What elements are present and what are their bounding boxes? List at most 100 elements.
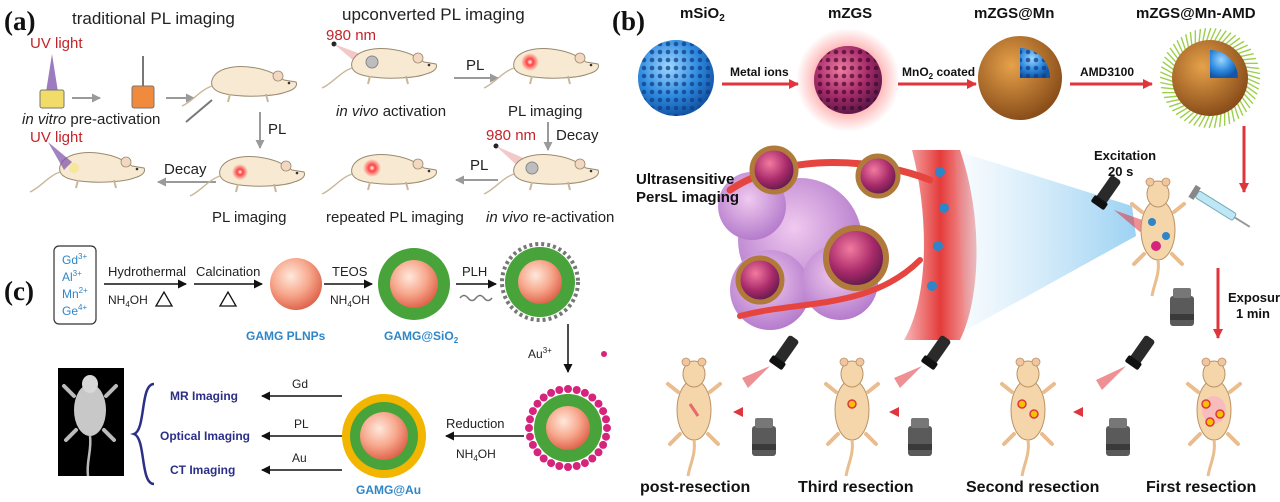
heat-triangle-2 <box>218 290 238 307</box>
in-vivo-reactivation: in vivo re-activation <box>486 209 614 226</box>
ct-mouse-image <box>58 368 124 477</box>
ultrasensitive-2: PersL imaging <box>636 189 739 206</box>
uv-vial-icon <box>39 54 65 109</box>
pl-glow-spot <box>232 164 248 180</box>
optical-imaging: Optical Imaging <box>160 429 250 443</box>
amd-strand <box>1243 88 1256 100</box>
au-nanodot <box>533 448 542 457</box>
amd-strand <box>1245 69 1260 75</box>
gamg-sio2: GAMG@SiO2 <box>384 329 459 345</box>
exposure-2: 1 min <box>1236 306 1270 321</box>
msio2-pores <box>638 40 714 116</box>
amd-strand <box>1218 112 1222 128</box>
gamg-sio2-core <box>390 260 438 308</box>
au-nanodot <box>539 454 548 463</box>
au-nanodot <box>602 415 610 424</box>
amd-halo <box>1159 27 1261 129</box>
amd-strand <box>1201 28 1207 43</box>
first-spot-a <box>1201 399 1211 409</box>
third-spot <box>847 399 857 409</box>
mouse-pl-imaging <box>189 155 306 197</box>
mno2-coated: MnO2 coated <box>902 65 975 81</box>
au-nanodot <box>555 462 564 470</box>
camera-third-icon <box>908 418 932 456</box>
amd-strand <box>1244 66 1260 70</box>
uv-lamp-icon <box>48 142 72 170</box>
mouse-pl-imaging-right <box>483 47 600 89</box>
amd-strand <box>1166 51 1178 64</box>
mzgs-label: mZGS <box>828 5 872 22</box>
vessel-np-3 <box>933 241 943 251</box>
amd-strand <box>1233 104 1240 120</box>
au-nanodot <box>547 459 556 468</box>
ion-ge: Ge4+ <box>62 303 87 318</box>
gamg-plnps: GAMG PLNPs <box>246 329 326 343</box>
pl-imaging-left: PL imaging <box>212 209 287 226</box>
capillary-2 <box>737 257 923 319</box>
pl-spot-right <box>521 53 539 71</box>
hydrothermal: Hydrothermal <box>108 264 186 279</box>
polymer-chain-icon <box>459 294 493 302</box>
mouse-activation <box>321 47 438 89</box>
amd-strand <box>1227 109 1231 125</box>
mzgs-mn-label: mZGS@Mn <box>974 5 1054 22</box>
flashlight-second-icon <box>1124 334 1156 371</box>
amd-strand <box>1176 40 1184 55</box>
second-resection: Second resection <box>966 479 1099 496</box>
plh-core <box>518 260 562 304</box>
amd-strand <box>1224 34 1237 46</box>
metal-ions: Metal ions <box>730 65 789 79</box>
gamg-au-core <box>360 412 408 460</box>
amd-strand <box>1198 113 1207 128</box>
amd-strand <box>1162 61 1176 72</box>
au-particle-core <box>546 406 590 450</box>
pl-bottom: PL <box>470 157 488 174</box>
amd-strand <box>1242 92 1254 105</box>
third-beam <box>894 366 922 388</box>
camera-post-icon <box>752 418 776 456</box>
amd-strand <box>1240 95 1251 109</box>
vessel-np-4 <box>927 281 937 291</box>
vessel-np-2 <box>939 203 949 213</box>
amd-strand <box>1227 37 1241 48</box>
au-dot-icon <box>601 351 607 357</box>
au-nanodot <box>599 407 608 416</box>
mzgs-mn-cut-pores <box>1020 48 1050 78</box>
first-spot-b <box>1215 409 1225 419</box>
nh4oh-2: NH4OH <box>330 293 370 309</box>
in-vivo-activation: in vivo activation <box>336 103 446 120</box>
excitation-2: 20 s <box>1108 164 1133 179</box>
amd-strand <box>1183 110 1196 122</box>
amd-strand <box>1160 86 1176 90</box>
amd-strand <box>1245 77 1260 85</box>
teos: TEOS <box>332 264 368 279</box>
reactivation-spot <box>525 161 539 175</box>
amd-strand <box>1185 34 1190 50</box>
excitation-1: Excitation <box>1094 148 1156 163</box>
amd-strand <box>1188 111 1200 124</box>
panel-c: (c) Gd3+ Al3+ Mn2+ Ge4+ Hydrothermal NH4… <box>4 242 611 497</box>
au-nanodot <box>599 440 608 449</box>
rat-excitation <box>1130 176 1186 298</box>
panel-b-label: (b) <box>612 6 645 36</box>
amd-strand <box>1241 57 1257 61</box>
excitation-beam <box>1114 210 1148 232</box>
tumor-np-2 <box>855 153 901 199</box>
amd-strand <box>1168 101 1184 108</box>
plh-particle-shell <box>500 242 580 322</box>
msio2-label: mSiO2 <box>680 5 725 24</box>
repeated-pl-imaging: repeated PL imaging <box>326 209 464 226</box>
first-spot-c <box>1205 417 1215 427</box>
rat-np-a <box>1148 218 1156 226</box>
panel-b: (b) mSiO2 mZGS mZGS@Mn mZGS@Mn-AMD Metal… <box>612 5 1280 496</box>
mouse-reactivation <box>483 153 600 195</box>
rat-post-resection <box>666 356 722 478</box>
nh4oh-3: NH4OH <box>456 447 496 463</box>
au-nanodot <box>533 399 542 408</box>
camera-second-icon <box>1106 418 1130 456</box>
amd-strand <box>1236 48 1252 55</box>
third-resection: Third resection <box>798 479 914 496</box>
amd-strand <box>1160 81 1175 87</box>
ion-list: Gd3+ Al3+ Mn2+ Ge4+ <box>62 252 88 318</box>
